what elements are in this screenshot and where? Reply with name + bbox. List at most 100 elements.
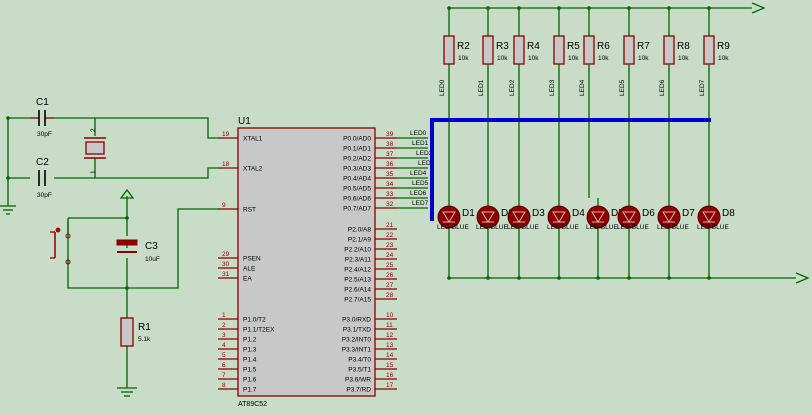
right-pin-name: P2.5/A13 [344,277,371,284]
led-diode-symbol [662,211,676,223]
left-pin-name: P1.2 [243,337,257,344]
resistor-ref: R8 [677,41,690,52]
rail-junction [627,276,631,280]
rail-junction [557,276,561,280]
led-label: LED-BLUE [586,224,618,231]
led-ref: D2 [501,208,514,219]
led-label: LED-BLUE [547,224,579,231]
resistor-net-label: LED4 [579,79,586,96]
r1-ref: R1 [138,322,151,333]
resistor-value: 10k [678,55,689,62]
left-pin-number: 2 [222,322,226,329]
bus-junction [587,118,591,122]
right-pin-number: 26 [386,272,394,279]
bus-junction [486,118,490,122]
left-pin-number: 4 [222,342,226,349]
right-pin-name: P2.7/A15 [344,297,371,304]
right-pin-name: P3.7/RD [346,387,371,394]
led-array: D1LED-BLUED2LED-BLUED3LED-BLUED4LED-BLUE… [437,198,735,280]
resistor-body [513,35,525,65]
resistor-body [443,35,455,65]
right-pin-number: 11 [386,322,393,329]
right-pin-number: 36 [386,161,394,168]
right-pin-name: P3.4/T0 [348,357,371,364]
led-label: LED-BLUE [617,224,649,231]
right-pin-number: 14 [386,352,394,359]
mcu-ref: U1 [238,116,251,127]
left-pin-name: RST [243,207,256,214]
right-pin-number: 24 [386,252,394,259]
left-pin-number: 3 [222,332,226,339]
resistor-net-label: LED3 [549,79,556,96]
left-pin-number: 29 [222,251,230,258]
right-pin-name: P2.0/A8 [348,227,372,234]
rail-junction [486,276,490,280]
resistor-body [482,35,494,65]
right-pin-number: 28 [386,292,394,299]
resistor-value: 10k [458,55,469,62]
right-pin-number: 39 [386,131,394,138]
led-diode-symbol [702,211,716,223]
left-pin-number: 7 [222,372,226,379]
resistor-net-label: LED1 [478,79,485,96]
rail-junction [707,276,711,280]
right-pin-number: 12 [386,332,394,339]
bus-junction [517,118,521,122]
right-pin-name: P2.4/A12 [344,267,371,274]
rail-junction [627,6,631,10]
rail-junction [596,276,600,280]
rail-junction [667,276,671,280]
mcu-body [237,127,376,397]
left-pin-name: PSEN [243,256,261,263]
right-pin-name: P0.7/AD7 [343,206,371,213]
right-pin-number: 22 [386,232,394,239]
mcu-part: AT89C52 [238,401,267,408]
right-pin-name: P0.4/AD4 [343,176,371,183]
left-pin-number: 5 [222,352,226,359]
left-pin-name: P1.6 [243,377,257,384]
resistor-ref: R7 [637,41,650,52]
right-pin-name: P0.6/AD6 [343,196,371,203]
net-label: LED2 [416,150,433,157]
right-pin-name: P0.1/AD1 [343,146,371,153]
right-pin-name: P2.6/A14 [344,287,371,294]
left-pin-name: P1.3 [243,347,257,354]
resistor-ref: R6 [597,41,610,52]
resistor-net-label: LED7 [699,79,706,96]
left-pin-name: ALE [243,266,256,273]
led-ref: D8 [722,208,735,219]
net-label: LED5 [412,180,429,187]
rail-junction [486,6,490,10]
led-diode-symbol [591,211,605,223]
right-pin-number: 10 [386,312,394,319]
led-resistor-array: R210kLED0R310kLED1R410kLED2R510kLED3R610… [439,6,730,198]
right-pin-name: P2.1/A9 [348,237,372,244]
led-ref: D3 [532,208,545,219]
left-pin-number: 9 [222,202,226,209]
bus-junction [667,118,671,122]
led-ref: D1 [462,208,475,219]
right-pin-number: 38 [386,141,394,148]
right-pin-name: P3.1/TXD [343,327,371,334]
resistor-value: 10k [638,55,649,62]
right-pin-number: 13 [386,342,394,349]
left-pin-name: XTAL2 [243,166,263,173]
led-bus [430,118,711,221]
rail-junction [587,6,591,10]
led-ref: D6 [642,208,655,219]
net-label: LED0 [410,130,427,137]
right-pin-name: P0.2/AD2 [343,156,371,163]
rail-junction [517,276,521,280]
led-label: LED-BLUE [476,224,508,231]
right-pin-name: P0.0/AD0 [343,136,371,143]
net-label: LED4 [410,170,427,177]
led-ref: D5 [611,208,624,219]
rail-junction [707,6,711,10]
resistor-ref: R9 [717,41,730,52]
bus-junction [447,118,451,122]
led-label: LED-BLUE [697,224,729,231]
left-pin-name: P1.1/T2EX [243,327,275,334]
mcu-left-pins: 19XTAL118XTAL29RST29PSEN30ALE31EA1P1.0/T… [218,131,275,394]
left-pin-number: 31 [222,271,230,278]
